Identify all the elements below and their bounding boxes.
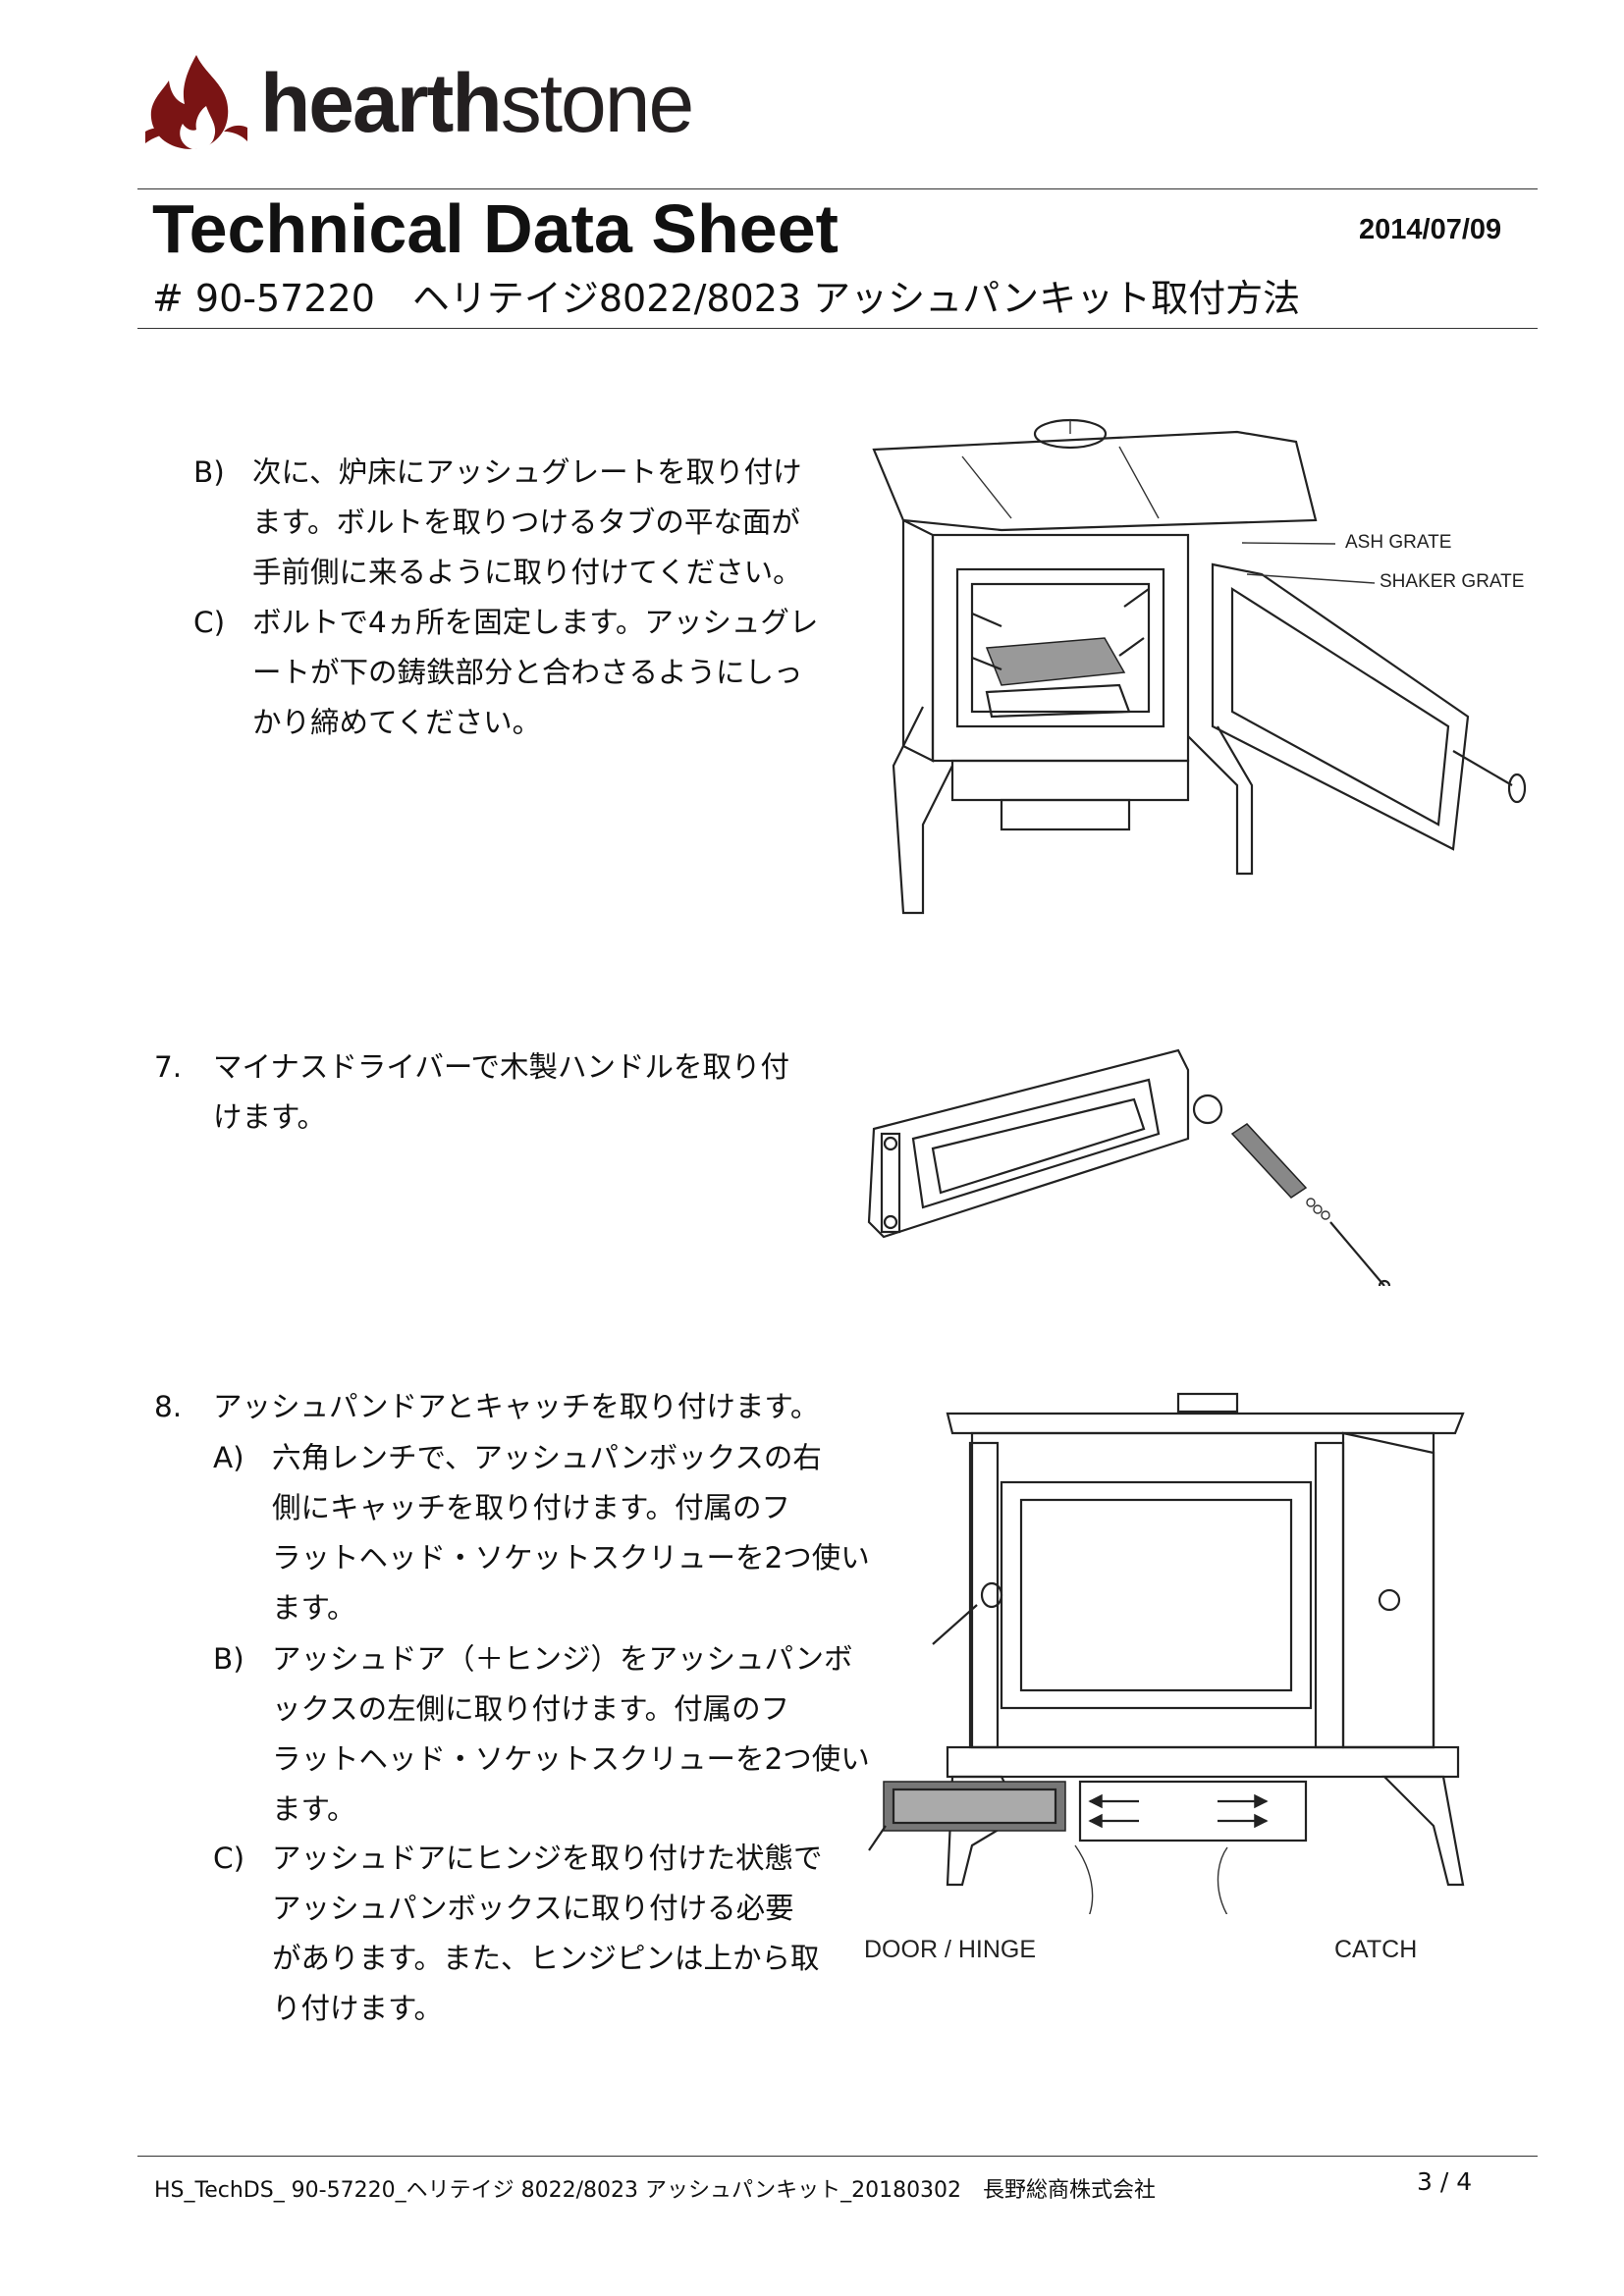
step-number-7: 7. <box>154 1050 183 1084</box>
figure-wooden-handle <box>867 1048 1391 1286</box>
document-subtitle: # 90-57220 ヘリテイジ8022/8023 アッシュパンキット取付方法 <box>152 277 1301 320</box>
page-number: 3 / 4 <box>1417 2167 1473 2196</box>
item-text-8c: アッシュドアにヒンジを取り付けた状態で アッシュパンボックスに取り付ける必要 が… <box>272 1842 823 2025</box>
header-rule-top <box>137 188 1538 189</box>
step-number-8: 8. <box>154 1390 183 1423</box>
figure-label-shaker-grate: SHAKER GRATE <box>1380 571 1525 592</box>
brand-logo <box>137 47 697 155</box>
figure-ash-pan-door-catch <box>868 1392 1465 1914</box>
brand-wordmark: hearthstone <box>260 57 694 149</box>
step-heading-8: アッシュパンドアとキャッチを取り付けます。 <box>213 1390 820 1423</box>
step-text-7: マイナスドライバーで木製ハンドルを取り付 けます。 <box>213 1050 790 1134</box>
figure-label-door-hinge: DOOR / HINGE <box>864 1936 1037 1963</box>
item-text-8b: アッシュドア（＋ヒンジ）をアッシュパンボ ックスの左側に取り付けます。付属のフ … <box>272 1642 870 1826</box>
flame-icon <box>145 55 247 149</box>
item-label-b: B) <box>193 455 225 489</box>
item-text-8a: 六角レンチで、アッシュパンボックスの右 側にキャッチを取り付けます。付属のフ ラ… <box>272 1441 870 1625</box>
item-text-c: ボルトで4ヵ所を固定します。アッシュグレ ートが下の鋳鉄部分と合わさるようにしっ… <box>252 606 819 739</box>
item-text-b: 次に、炉床にアッシュグレートを取り付け ます。ボルトを取りつけるタブの平な面が … <box>252 455 802 589</box>
item-label-8b: B) <box>213 1642 244 1676</box>
figure-label-ash-grate: ASH GRATE <box>1345 532 1452 553</box>
item-label-8c: C) <box>213 1842 245 1875</box>
header-rule-bottom <box>137 328 1538 329</box>
item-label-c: C) <box>193 606 226 639</box>
figure-ash-grate-install <box>872 418 1527 915</box>
figure-label-catch: CATCH <box>1334 1936 1418 1963</box>
document-title: Technical Data Sheet <box>152 190 839 267</box>
item-label-8a: A) <box>213 1441 244 1474</box>
footer-text: HS_TechDS_ 90-57220_ヘリテイジ 8022/8023 アッシュ… <box>154 2178 1157 2203</box>
footer-rule <box>137 2156 1538 2157</box>
document-date: 2014/07/09 <box>1359 214 1502 245</box>
